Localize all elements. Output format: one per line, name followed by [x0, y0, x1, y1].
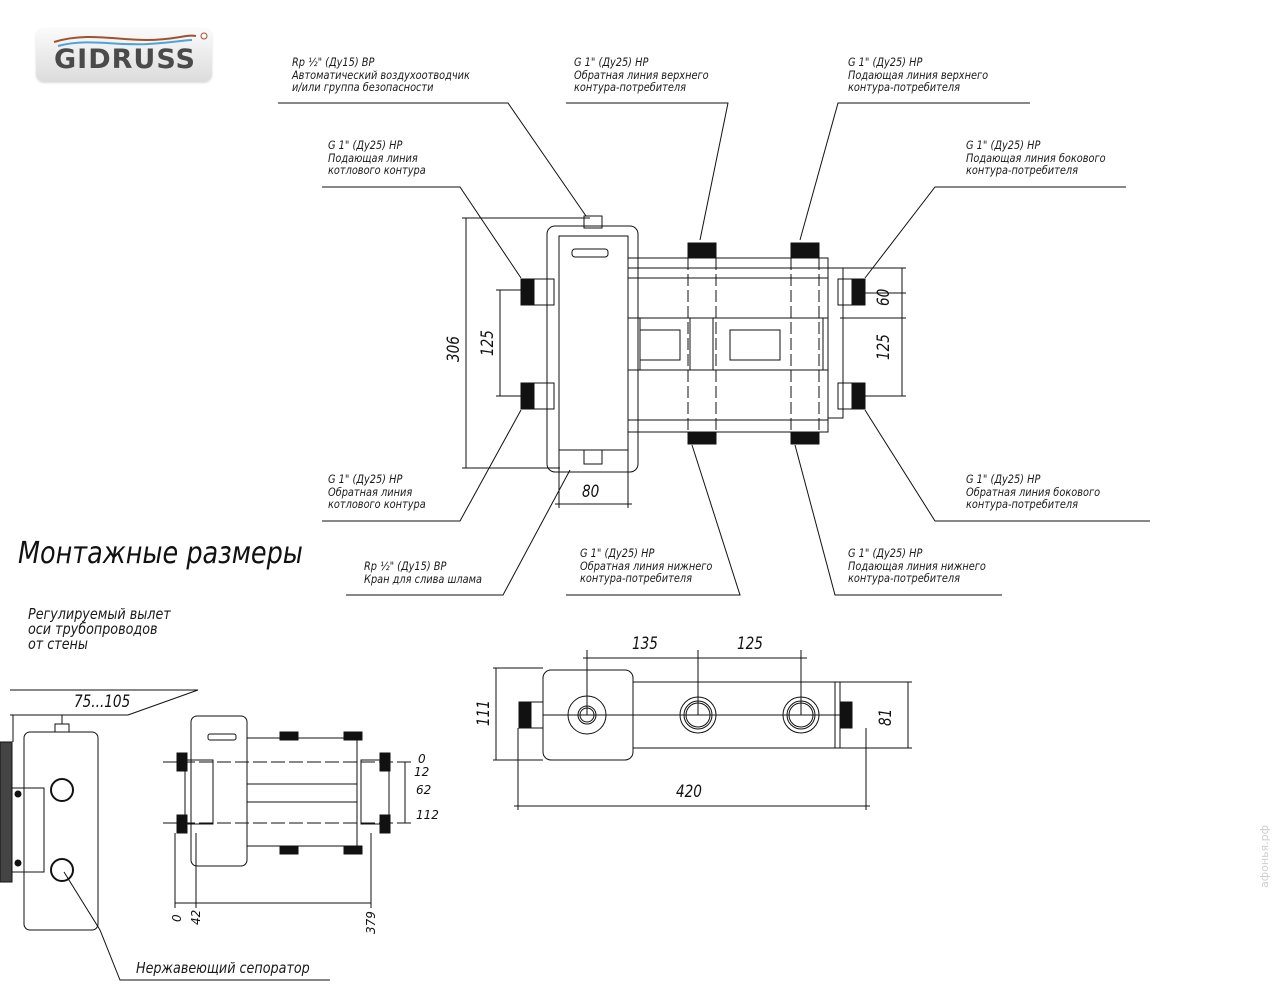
callout-line: Обратная линия верхнего [574, 67, 709, 82]
callout-upper-supply: G 1" (Ду25) НР Подающая линия верхнего к… [848, 56, 988, 94]
callout-air-vent: Rp ½" (Ду15) ВР Автоматический воздухоот… [292, 56, 470, 94]
callout-line: Кран для слива шлама [364, 571, 483, 586]
callout-line: Подающая линия бокового [966, 150, 1106, 165]
dim-top-length: 420 [676, 782, 702, 802]
callout-line: G 1" (Ду25) НР [966, 472, 1041, 486]
callout-line: котлового контура [328, 497, 426, 511]
separator-badge-icon [571, 248, 609, 258]
callout-line: Обратная линия нижнего [580, 558, 713, 573]
callout-line: Rp ½" (Ду15) ВР [364, 559, 447, 573]
callout-drain: Rp ½" (Ду15) ВР Кран для слива шлама [364, 560, 482, 585]
logo-text: GIDRUSS [53, 44, 196, 75]
callout-line: Обратная линия бокового [966, 484, 1101, 499]
front-view [278, 102, 1150, 596]
dim-mount-a2: 62 [416, 783, 432, 797]
callout-line: контура-потребителя [966, 497, 1078, 511]
callout-line: Обратная линия [328, 484, 413, 499]
dim-side-offset: 75...105 [74, 692, 131, 712]
section-title: Монтажные размеры [18, 536, 303, 571]
callout-line: G 1" (Ду25) НР [848, 546, 923, 560]
dim-mount-b0: 0 [170, 914, 184, 922]
callout-line: контура-потребителя [848, 571, 960, 585]
callout-lower-return: G 1" (Ду25) НР Обратная линия нижнего ко… [580, 547, 712, 585]
callout-upper-return: G 1" (Ду25) НР Обратная линия верхнего к… [574, 56, 709, 94]
callout-wall-offset: Регулируемый вылет оси трубопроводов от … [28, 607, 171, 652]
callout-line: от стены [28, 635, 88, 653]
callout-line: G 1" (Ду25) НР [574, 55, 649, 69]
dim-top-height-right: 81 [876, 708, 896, 726]
callout-boiler-supply: G 1" (Ду25) НР Подающая линия котлового … [328, 139, 426, 177]
callout-line: Регулируемый вылет [28, 605, 171, 623]
dim-right-spacing: 125 [874, 334, 894, 360]
dim-top-height-left: 111 [474, 700, 494, 726]
callout-line: G 1" (Ду25) НР [328, 472, 403, 486]
callout-line: контура-потребителя [574, 80, 686, 94]
callout-line: Подающая линия нижнего [848, 558, 986, 573]
callout-line: G 1" (Ду25) НР [848, 55, 923, 69]
dim-mount-a1: 12 [414, 765, 430, 779]
callout-line: оси трубопроводов [28, 620, 158, 638]
callout-line: Rp ½" (Ду15) ВР [292, 55, 375, 69]
callout-line: и/или группа безопасности [292, 80, 434, 94]
dim-height-total: 306 [444, 336, 464, 362]
dim-mount-b2: 379 [364, 911, 378, 934]
callout-line: контура-потребителя [966, 163, 1078, 177]
callout-line: Нержавеющий сепоратор [136, 959, 310, 977]
dim-mount-a0: 0 [418, 752, 426, 766]
gidruss-logo: GIDRUSS [36, 28, 212, 82]
mount-view [163, 715, 415, 908]
callout-line: Подающая линия [328, 150, 418, 165]
dim-bottom-width: 80 [582, 482, 600, 502]
callout-line: G 1" (Ду25) НР [966, 138, 1041, 152]
callout-side-return: G 1" (Ду25) НР Обратная линия бокового к… [966, 473, 1100, 511]
callout-separator: Нержавеющий сепоратор [136, 959, 310, 977]
callout-line: котлового контура [328, 163, 426, 177]
side-view [0, 689, 330, 981]
dim-mount-a3: 112 [416, 808, 439, 822]
dim-top-d1: 135 [632, 634, 658, 654]
watermark: афонья.рф [1258, 824, 1271, 888]
callout-line: контура-потребителя [848, 80, 960, 94]
dim-mount-b1: 42 [189, 909, 203, 925]
callout-line: Автоматический воздухоотводчик [292, 67, 470, 82]
dim-top-d2: 125 [737, 634, 763, 654]
callout-line: контура-потребителя [580, 571, 692, 585]
callout-side-supply: G 1" (Ду25) НР Подающая линия бокового к… [966, 139, 1106, 177]
top-view [493, 650, 912, 810]
callout-line: G 1" (Ду25) НР [580, 546, 655, 560]
callout-line: G 1" (Ду25) НР [328, 138, 403, 152]
dim-left-spacing: 125 [478, 330, 498, 356]
dim-right-top: 60 [874, 288, 894, 306]
callout-lower-supply: G 1" (Ду25) НР Подающая линия нижнего ко… [848, 547, 986, 585]
callout-line: Подающая линия верхнего [848, 67, 989, 82]
callout-boiler-return: G 1" (Ду25) НР Обратная линия котлового … [328, 473, 426, 511]
logo-wave-icon [53, 32, 208, 47]
